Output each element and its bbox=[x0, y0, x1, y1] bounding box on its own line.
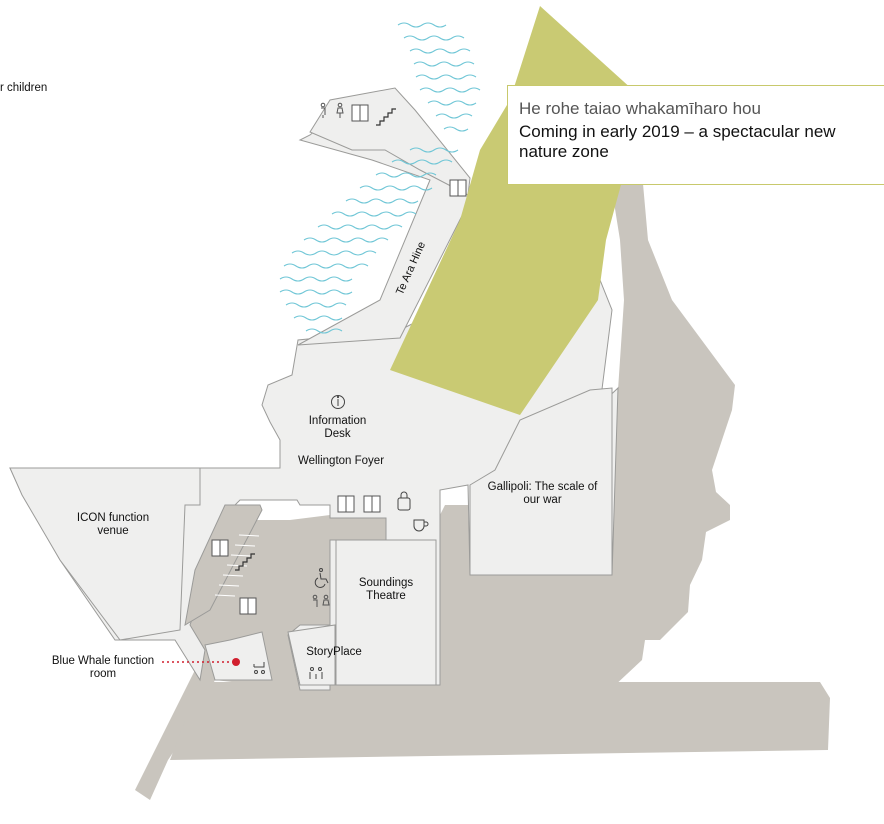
icon-venue-room bbox=[9, 467, 201, 641]
building-lower-band bbox=[170, 682, 830, 760]
soundings-theatre-label: Soundings Theatre bbox=[358, 577, 414, 602]
toilets-icon bbox=[312, 102, 344, 607]
blue-whale-label: Blue Whale function room bbox=[51, 655, 155, 680]
storyplace-label: StoryPlace bbox=[306, 646, 362, 658]
building-structure bbox=[135, 115, 735, 800]
lift-icon bbox=[211, 104, 467, 615]
storyplace-room bbox=[287, 624, 336, 686]
stairs-icon bbox=[235, 108, 396, 571]
upper-wing bbox=[309, 87, 471, 196]
callout-title: He rohe taiao whakamīharo hou bbox=[519, 99, 761, 118]
baby-change-icon bbox=[253, 662, 265, 674]
information-desk-label: Information Desk bbox=[308, 415, 367, 440]
wellington-foyer-label: Wellington Foyer bbox=[297, 455, 385, 467]
callout-subtitle: Coming in early 2019 – a spectacular new… bbox=[519, 122, 836, 161]
stair-treads bbox=[214, 534, 260, 597]
cafe-icon bbox=[413, 519, 429, 532]
gallipoli-hall bbox=[469, 387, 613, 576]
gallipoli-label: Gallipoli: The scale of our war bbox=[487, 481, 598, 506]
accessible-icon bbox=[314, 568, 329, 588]
icon-venue-label: ICON function venue bbox=[76, 512, 150, 537]
info-icon bbox=[331, 395, 345, 409]
family-icon bbox=[309, 667, 323, 679]
blue-whale-pointer bbox=[162, 658, 240, 666]
blue-whale-room bbox=[204, 631, 273, 681]
top-left-text-fragment: r children bbox=[0, 82, 48, 94]
water-waves bbox=[279, 22, 481, 334]
soundings-theatre-room bbox=[335, 539, 437, 686]
shop-icon bbox=[397, 491, 411, 511]
nature-zone-callout: He rohe taiao whakamīharo hou Coming in … bbox=[507, 85, 884, 185]
